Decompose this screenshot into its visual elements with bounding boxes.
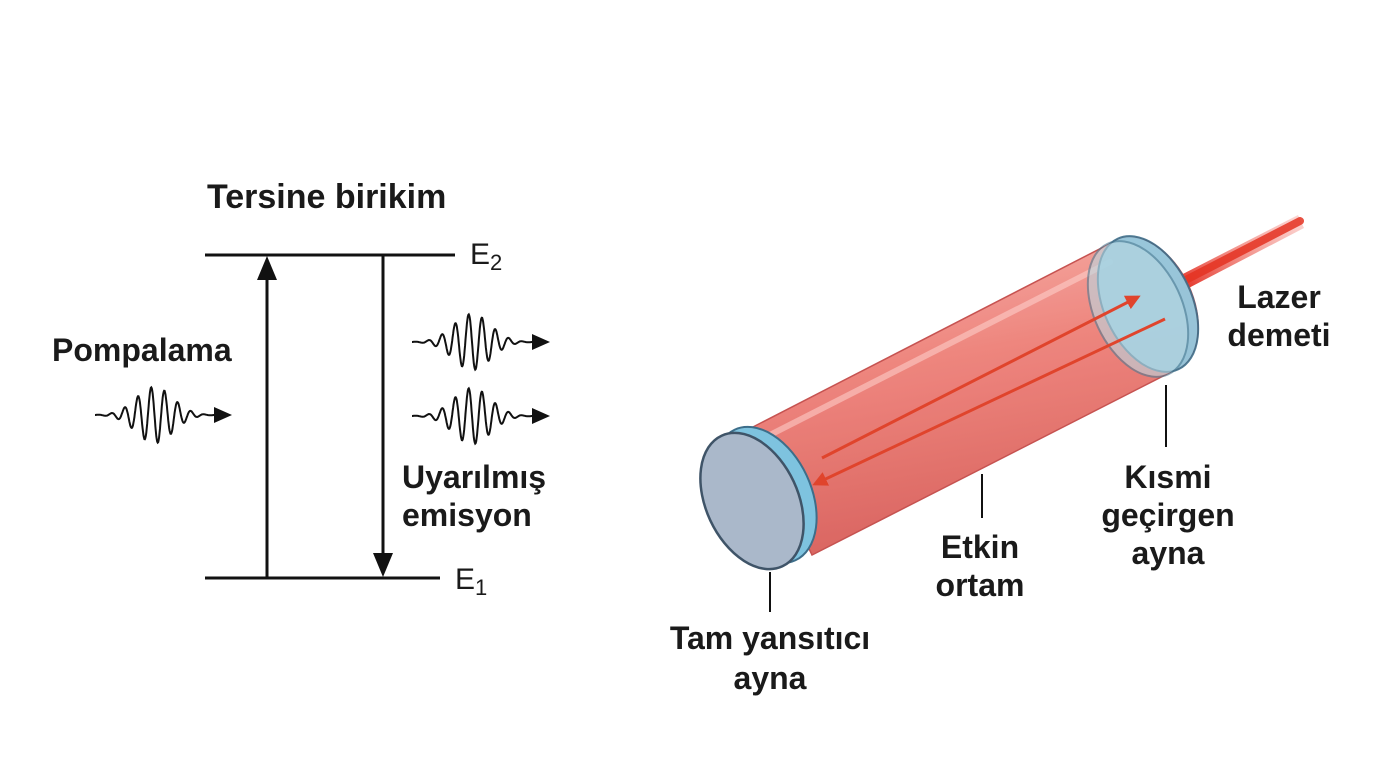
emitted-photon-arrowhead-2 (532, 408, 550, 424)
internal-beam-forward (821, 295, 1141, 460)
full-mirror-label-line2: ayna (733, 660, 807, 696)
lower-level-index: 1 (475, 575, 488, 600)
active-medium-label: Etkin ortam (910, 528, 1050, 604)
emitted-photon-icon-1 (412, 312, 532, 372)
internal-beam-backward (812, 317, 1166, 486)
lower-level-label: E1 (455, 563, 487, 601)
emitted-photon-icon-2 (412, 386, 532, 446)
laser-beam-label: Lazer demeti (1214, 278, 1344, 354)
pump-photon-icon (95, 385, 214, 445)
population-inversion-title: Tersine birikim (207, 178, 447, 216)
emitted-photon-arrowhead-1 (532, 334, 550, 350)
partial-mirror-label-line2: geçirgen (1101, 497, 1235, 533)
pump-photon-arrowhead (214, 407, 232, 423)
active-medium-label-line2: ortam (935, 567, 1025, 603)
pump-label: Pompalama (52, 332, 232, 368)
upper-level-letter: E (470, 238, 491, 271)
laser-beam-label-line2: demeti (1227, 317, 1331, 353)
full-mirror-label-line1: Tam yansıtıcı (669, 620, 871, 656)
active-medium-label-line1: Etkin (940, 529, 1020, 565)
tube-highlight (757, 259, 1113, 443)
lower-level-letter: E (455, 563, 476, 596)
full-mirror (699, 431, 805, 571)
partial-mirror-label: Kısmi geçirgen ayna (1088, 458, 1248, 572)
upper-level-index: 2 (490, 250, 503, 275)
laser-beam-label-line1: Lazer (1237, 279, 1321, 315)
stimulated-emission-line1: Uyarılmış (402, 459, 547, 495)
upper-level-label: E2 (470, 238, 502, 276)
stimulated-emission-label: Uyarılmış emisyon (402, 458, 546, 534)
partial-mirror-label-line1: Kısmi (1124, 459, 1212, 495)
full-mirror-label: Tam yansıtıcı ayna (650, 618, 890, 698)
partial-mirror-label-line3: ayna (1131, 535, 1205, 571)
emission-arrowhead (373, 553, 393, 577)
stimulated-emission-line2: emisyon (402, 497, 532, 533)
pump-arrowhead (257, 256, 277, 280)
laser-beam-core (1174, 217, 1304, 288)
